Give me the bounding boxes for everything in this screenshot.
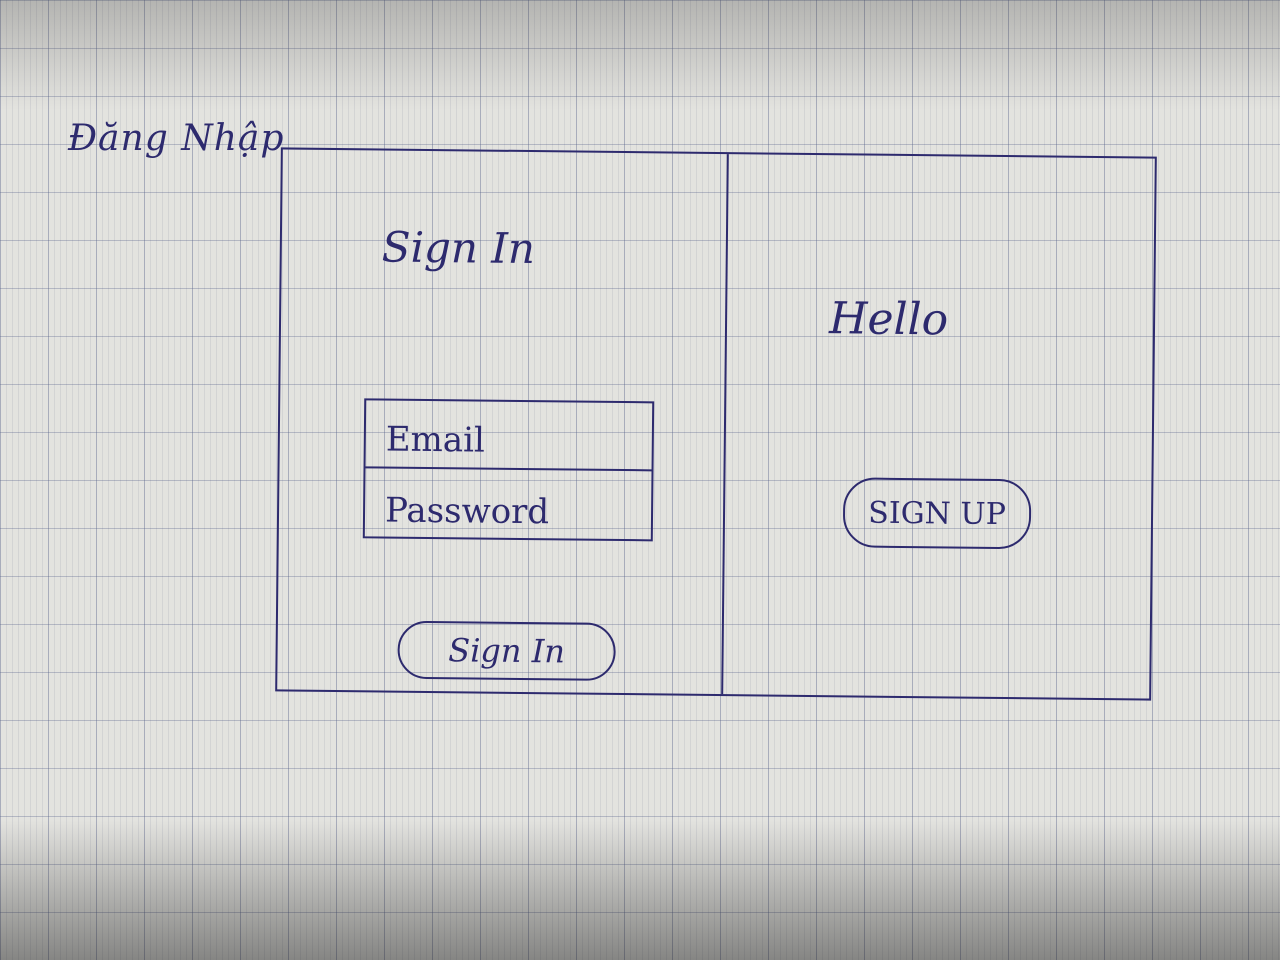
- password-field[interactable]: [364, 470, 652, 542]
- page-title: Đăng Nhập: [68, 118, 285, 159]
- sign-in-button[interactable]: Sign In: [397, 620, 616, 681]
- credentials-form: [362, 398, 655, 542]
- sign-in-heading: Sign In: [381, 222, 536, 274]
- sign-up-button[interactable]: SIGN UP: [842, 477, 1032, 550]
- login-card: Sign In Sign In Hello SIGN UP: [275, 147, 1157, 701]
- hello-heading: Hello: [828, 293, 949, 346]
- sign-up-panel: Hello SIGN UP: [723, 154, 1157, 698]
- email-field[interactable]: [365, 400, 653, 472]
- photo-shadow-bottom: [0, 820, 1280, 960]
- photo-shadow-top: [0, 0, 1280, 110]
- sign-in-panel: Sign In Sign In: [277, 149, 727, 694]
